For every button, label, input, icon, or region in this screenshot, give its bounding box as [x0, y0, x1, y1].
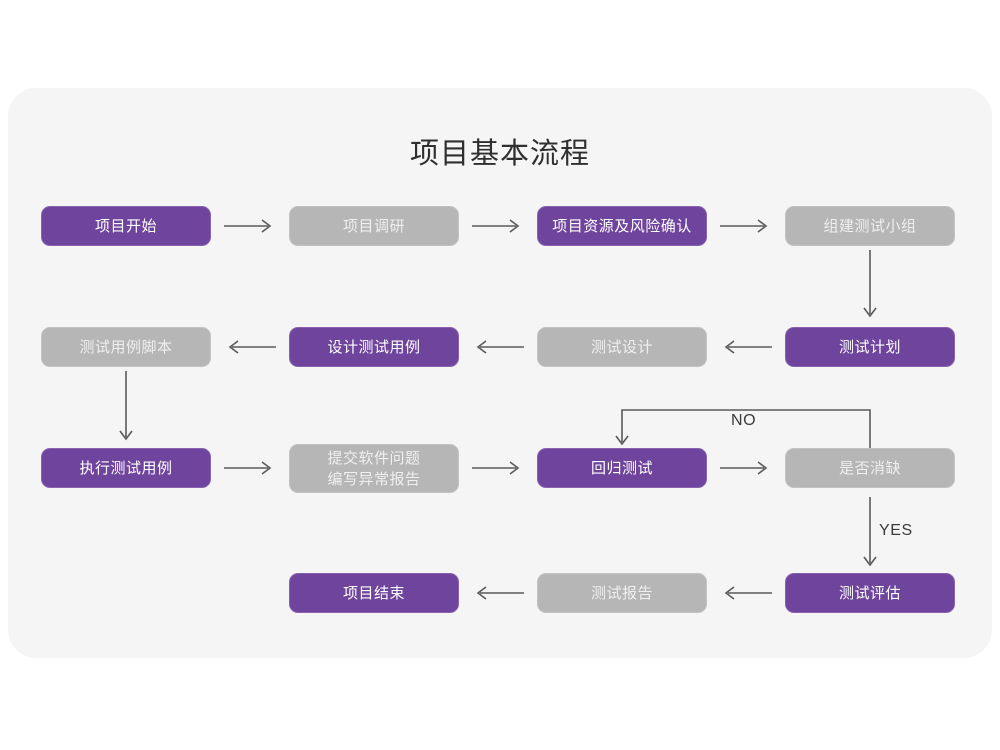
- arrow-n1-n2: [224, 218, 276, 234]
- node-project-end[interactable]: 项目结束: [289, 573, 459, 613]
- node-defect-resolved[interactable]: 是否消缺: [785, 448, 955, 488]
- node-test-design[interactable]: 测试设计: [537, 327, 707, 367]
- node-submit-issue-report[interactable]: 提交软件问题 编写异常报告: [289, 444, 459, 493]
- node-project-research[interactable]: 项目调研: [289, 206, 459, 246]
- arrow-n14-n13: [472, 585, 524, 601]
- node-build-test-team[interactable]: 组建测试小组: [785, 206, 955, 246]
- arrow-n11-n12: [720, 460, 772, 476]
- arrow-n8-n7: [720, 339, 772, 355]
- node-test-report[interactable]: 测试报告: [537, 573, 707, 613]
- node-test-plan[interactable]: 测试计划: [785, 327, 955, 367]
- node-design-test-case[interactable]: 设计测试用例: [289, 327, 459, 367]
- arrow-n4-n8: [862, 250, 878, 322]
- node-project-start[interactable]: 项目开始: [41, 206, 211, 246]
- arrow-n5-n9: [118, 371, 134, 445]
- arrow-no-loop: [615, 408, 880, 456]
- arrow-n7-n6: [472, 339, 524, 355]
- arrow-n10-n11: [472, 460, 524, 476]
- node-test-evaluation[interactable]: 测试评估: [785, 573, 955, 613]
- arrow-n3-n4: [720, 218, 772, 234]
- diagram-card: [8, 88, 992, 658]
- arrow-n2-n3: [472, 218, 524, 234]
- arrow-n6-n5: [224, 339, 276, 355]
- arrow-yes: [862, 497, 878, 571]
- edge-label-yes: YES: [879, 522, 913, 539]
- node-resource-risk-confirm[interactable]: 项目资源及风险确认: [537, 206, 707, 246]
- page-title: 项目基本流程: [409, 138, 590, 170]
- edge-label-no: NO: [731, 412, 757, 429]
- node-regression-test[interactable]: 回归测试: [537, 448, 707, 488]
- node-test-case-script[interactable]: 测试用例脚本: [41, 327, 211, 367]
- node-execute-test-case[interactable]: 执行测试用例: [41, 448, 211, 488]
- arrow-n15-n14: [720, 585, 772, 601]
- arrow-n9-n10: [224, 460, 276, 476]
